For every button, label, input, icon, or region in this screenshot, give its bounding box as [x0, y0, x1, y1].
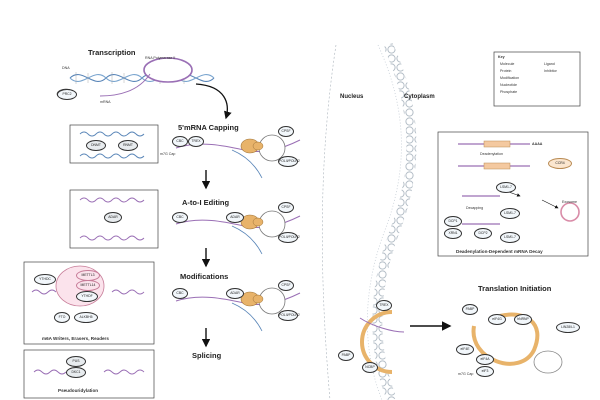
ncbp-protein: NCBP — [362, 362, 378, 373]
lsm-protein-3: LSM1-7 — [500, 232, 520, 243]
nucleus-boundary — [321, 44, 337, 400]
modifications-title: Modifications — [180, 272, 229, 281]
dcp2-protein: DCP2 — [474, 228, 492, 239]
nuclear-membrane-outer — [372, 42, 417, 400]
ythdc-protein: YTHDC — [34, 274, 56, 285]
cpsf-protein-mod: CPSF — [278, 280, 294, 291]
exosome-label: Exosome — [562, 200, 577, 204]
exosome-shape — [560, 202, 580, 222]
mrna-label: mRNA — [100, 100, 111, 104]
deadenylation-label: Deadenylation — [480, 152, 503, 156]
hnrnp-protein: hNRNP — [514, 314, 532, 325]
cbc-protein: CBC — [172, 136, 188, 147]
pabp-protein-cyto: PABP — [462, 304, 478, 315]
decay-panel-title: Deadenylation-Dependent mRNA Decay — [456, 249, 543, 254]
splicing-title: Splicing — [192, 351, 222, 360]
transcription-title: Transcription — [88, 48, 136, 57]
ribosome-shape — [533, 350, 563, 374]
dna-helix — [69, 74, 215, 82]
polii-protein: POLII/POLR2 — [278, 156, 300, 167]
ythdf-protein: YTHDF — [76, 291, 98, 302]
lsm-protein: LSM1-7 — [496, 182, 516, 193]
cytoplasm-label: Cytoplasm — [404, 94, 435, 100]
mettl14-protein: METTL14 — [76, 280, 100, 291]
pseudouridylation-caption: Pseudouridylation — [58, 388, 99, 393]
adar-protein-panel: ADAR — [104, 212, 122, 223]
stage-rows — [175, 134, 301, 332]
adar-protein-row: ADAR — [226, 212, 244, 223]
translation-initiation-title: Translation Initiation — [478, 284, 552, 293]
elf4a-protein: eIF4A — [476, 354, 494, 365]
xrn1-protein: XRN1 — [444, 228, 462, 239]
fto-protein: FTO — [54, 312, 70, 323]
legend-item-ligand: Ligand — [544, 62, 555, 66]
ccr4-caf1-protein: CCR4 — [548, 158, 572, 169]
trex-protein-export: TREX — [376, 300, 392, 311]
dna-label: DNA — [62, 66, 70, 70]
alkbh5-protein: ALKBH5 — [74, 312, 98, 323]
pus-protein: PUS — [66, 356, 86, 367]
dnmt-protein: DNMT — [86, 140, 106, 151]
legend-item-modification: Modification — [500, 76, 520, 80]
legend-item-nucleotide: Nucleotide — [500, 83, 517, 87]
cbc-protein-editing: CBC — [172, 212, 188, 223]
arrow-transcription-to-capping — [195, 83, 232, 120]
nascent-mrna — [99, 73, 151, 97]
elf3-protein: eIF3 — [476, 366, 494, 377]
m6a-caption: m6A Writers, Erasers, Readers — [42, 336, 109, 341]
legend-title: Key — [498, 55, 505, 59]
capping-panel — [69, 124, 159, 164]
cpsf-protein: CPSF — [278, 126, 294, 137]
export-mrna-strand — [359, 317, 405, 333]
polii-protein-mod: POLII/POLR2 — [278, 310, 300, 321]
export-mrnp-loop — [360, 310, 393, 374]
polii-protein-editing: POLII/POLR2 — [278, 232, 300, 243]
pabp-protein-nuc: PABP — [338, 350, 354, 361]
rnmt-protein: RNMT — [118, 140, 138, 151]
legend-item-phosphate: Phosphate — [500, 90, 518, 94]
adar-protein-mod: ADAR — [226, 288, 244, 299]
capping-m7g-label: m7G Cap — [160, 152, 176, 156]
lsm-protein-2: LSM1-7 — [500, 208, 520, 219]
dkc1-protein: DKC1 — [66, 367, 86, 378]
legend-item-molecule: Molecule — [500, 62, 515, 66]
rna-pol-label: RNA Polymerase II — [145, 56, 176, 60]
nucleus-label: Nucleus — [340, 94, 364, 100]
cbc-protein-mod: CBC — [172, 288, 188, 299]
editing-title: A-to-I Editing — [182, 198, 230, 207]
polya-label: AAAA — [532, 142, 543, 146]
legend-item-protein: Protein — [500, 69, 512, 73]
elf4g-protein: eIF4G — [488, 314, 506, 325]
translation-m7g-label: m7G Cap — [458, 372, 474, 376]
lin28-protein: LIN28/L1 — [556, 322, 580, 333]
capping-title: 5'mRNA Capping — [178, 123, 239, 132]
elf4e-protein: eIF4E — [456, 344, 474, 355]
decapping-label: Decapping — [466, 206, 484, 210]
cpsf-protein-editing: CPSF — [278, 202, 294, 213]
trex-protein: TREX — [188, 136, 204, 147]
legend-panel — [493, 51, 581, 107]
rna-polymerase-shape — [143, 57, 193, 83]
prc2-protein: PRC2 — [57, 89, 77, 100]
legend-item-inhibitor: Inhibitor — [544, 69, 557, 73]
dcp1-protein: DCP1 — [444, 216, 462, 227]
